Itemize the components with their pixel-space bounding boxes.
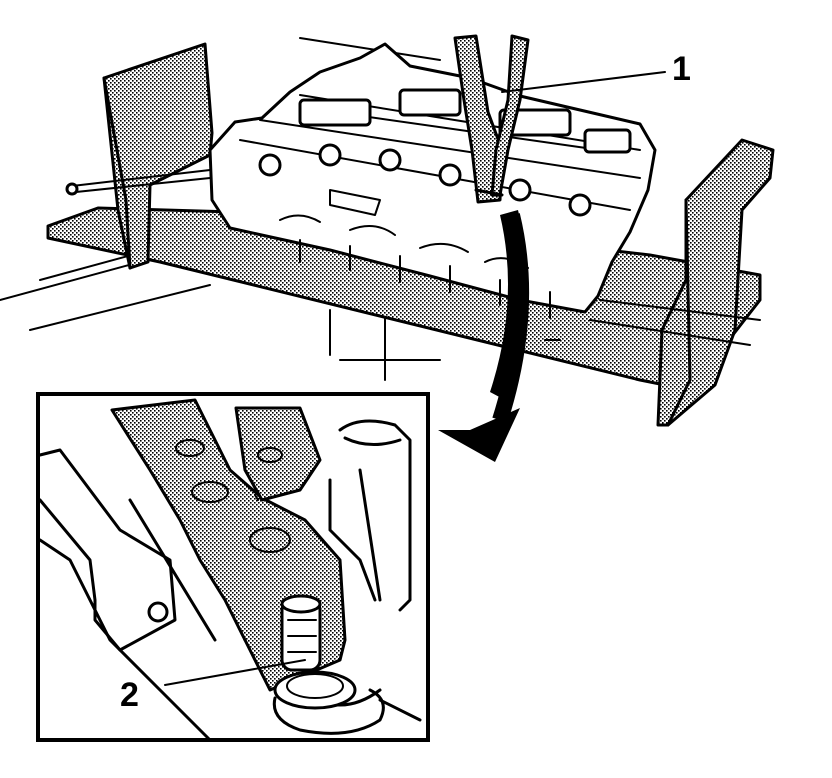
curved-arrow [438, 210, 530, 462]
callout-2: 2 [120, 676, 139, 714]
callout-1: 1 [672, 50, 691, 88]
pliers-tool-upper [453, 34, 530, 204]
callout-2-leader [164, 659, 306, 686]
upper-overview [0, 34, 775, 462]
valve-keeper [273, 594, 357, 710]
callout-1-leader [501, 71, 666, 93]
detail-inset [36, 392, 430, 742]
support-rods [65, 169, 761, 346]
